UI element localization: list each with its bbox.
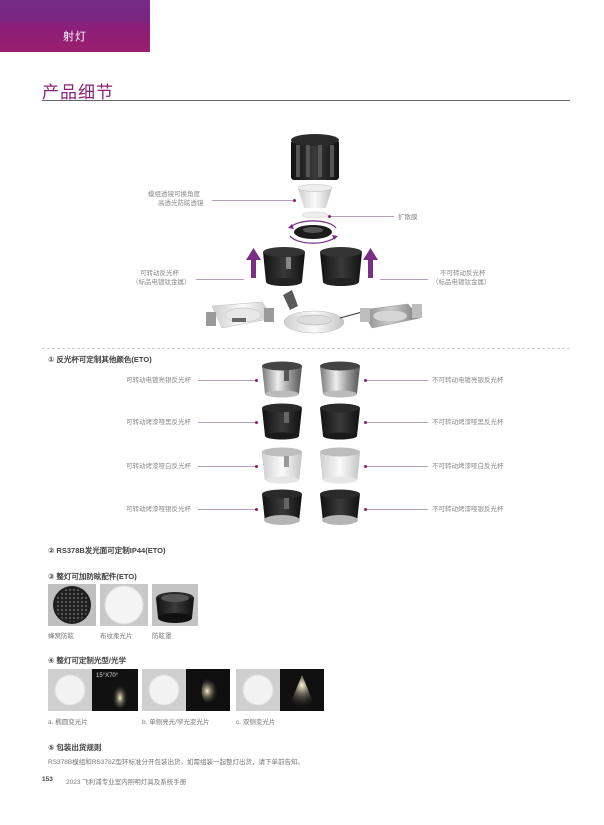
- row1-right-leader: [366, 380, 428, 381]
- catalog-title: 2023 飞利浦专业室内照明灯具及系统手册: [66, 779, 187, 786]
- row3-right-dot: [364, 465, 367, 468]
- row3-left-dot: [255, 465, 258, 468]
- double-side-lens-photo: [236, 669, 280, 711]
- up-arrow-left: [246, 248, 261, 278]
- oval-lens-photo: [48, 669, 92, 711]
- cup-matte-silver-rotatable: [262, 489, 302, 525]
- section2-title: ② RS378B发光面可定制IP44(ETO): [48, 546, 166, 555]
- page-number: 153: [42, 776, 53, 783]
- anti-glare-shield-caption: 防眩罩: [152, 633, 172, 640]
- section1-title: ① 反光杯可定制其他颜色(ETO): [48, 355, 152, 364]
- row2-left-label: 可转动烤漆哑黑反光杯: [126, 419, 191, 426]
- row4-left-dot: [255, 508, 258, 511]
- fixed-cup-label-line1: 不可转动反光杯: [440, 270, 486, 277]
- cup-silver-fixed: [320, 361, 360, 398]
- diffuser-label: 扩散膜: [398, 214, 418, 221]
- row4-right-leader: [366, 509, 428, 510]
- row4-left-label: 可转动烤漆哑银反光杯: [126, 506, 191, 513]
- row1-left-leader: [198, 380, 256, 381]
- row4-left-leader: [198, 509, 256, 510]
- category-tab[interactable]: 射灯: [0, 0, 150, 52]
- oval-lens-caption: a. 椭圆变光片: [48, 719, 88, 726]
- row2-left-dot: [255, 421, 258, 424]
- lens-label-line1: 模组透镜可换角度: [148, 191, 200, 198]
- diffuser-leader-dot: [328, 215, 331, 218]
- rotatable-cup-label-line2: （标品电镀钛金属）: [132, 279, 191, 286]
- section5-title: ⑤ 包装出货规则: [48, 743, 102, 752]
- row1-right-dot: [364, 379, 367, 382]
- cup-black-fixed: [320, 403, 360, 440]
- row2-right-leader: [366, 422, 428, 423]
- trim-ring-center: [283, 290, 363, 334]
- soft-lens-caption: 布纹柔光片: [100, 633, 133, 640]
- rotatable-reflector-cup: [263, 247, 305, 286]
- diffuser-leader: [330, 216, 394, 217]
- lens-leader: [212, 200, 294, 201]
- row1-left-label: 可转动电镀亮银反光杯: [126, 377, 191, 384]
- section4-title: ④ 整灯可定制光型/光学: [48, 656, 127, 665]
- heatsink-module: [291, 134, 339, 180]
- trim-ring-right: [360, 303, 422, 329]
- tab-highlight: [0, 0, 150, 22]
- oval-beam-photo: 15°X70°: [92, 669, 138, 711]
- row3-left-leader: [198, 466, 256, 467]
- row2-right-label: 不可转动烤漆哑黑反光杯: [432, 419, 504, 426]
- row3-right-label: 不可转动烤漆哑白反光杯: [432, 463, 504, 470]
- double-side-beam-photo: [280, 669, 324, 711]
- page-title: 产品细节: [42, 83, 114, 102]
- lens-label-line2: 高透光防眩透镜: [158, 200, 204, 207]
- single-side-lens-photo: [142, 669, 186, 711]
- anti-glare-shield-thumb: [152, 584, 198, 626]
- row4-right-dot: [364, 508, 367, 511]
- trim-ring-left: [206, 301, 275, 329]
- row4-right-label: 不可转动烤漆哑银反光杯: [432, 506, 504, 513]
- row2-left-leader: [198, 422, 256, 423]
- packaging-rule-text: RS378B模组和RS378Z型环标准分开包装出货，如需组装一起整灯出货，请下单…: [48, 759, 305, 766]
- single-side-lens-caption: b. 单侧亮光/窄光变光片: [142, 719, 210, 726]
- rotatable-cup-leader: [196, 279, 244, 280]
- cup-white-rotatable: [261, 447, 303, 484]
- lens-part: [297, 184, 333, 208]
- section3-title: ③ 整灯可加防眩配件(ETO): [48, 572, 137, 581]
- honeycomb-caption: 蜂窝防眩: [48, 633, 74, 640]
- section-divider: [42, 348, 570, 349]
- row3-right-leader: [366, 466, 428, 467]
- fixed-cup-label-line2: （标品电镀钛金属）: [432, 279, 491, 286]
- soft-lens-thumb: [100, 584, 148, 626]
- category-tab-label: 射灯: [63, 31, 87, 43]
- row2-right-dot: [364, 421, 367, 424]
- fixed-cup-leader: [380, 279, 428, 280]
- fixed-reflector-cup: [320, 247, 362, 286]
- single-side-beam-photo: [186, 669, 230, 711]
- row3-left-label: 可转动烤漆哑白反光杯: [126, 463, 191, 470]
- row1-left-dot: [255, 379, 258, 382]
- cup-white-fixed: [319, 447, 361, 484]
- cup-black-rotatable: [262, 403, 302, 440]
- rotation-ring: [288, 220, 338, 244]
- honeycomb-thumb: [48, 584, 96, 626]
- title-divider: [42, 100, 570, 101]
- beam-angle-label: 15°X70°: [96, 673, 119, 679]
- cup-matte-silver-fixed: [320, 489, 360, 525]
- row1-right-label: 不可转动电镀亮银反光杯: [432, 377, 504, 384]
- rotatable-cup-label-line1: 可转动反光杯: [140, 270, 179, 277]
- double-side-lens-caption: c. 双侧变光片: [236, 719, 276, 726]
- cup-silver-rotatable: [262, 361, 302, 398]
- up-arrow-right: [363, 248, 378, 278]
- lens-leader-dot: [293, 199, 296, 202]
